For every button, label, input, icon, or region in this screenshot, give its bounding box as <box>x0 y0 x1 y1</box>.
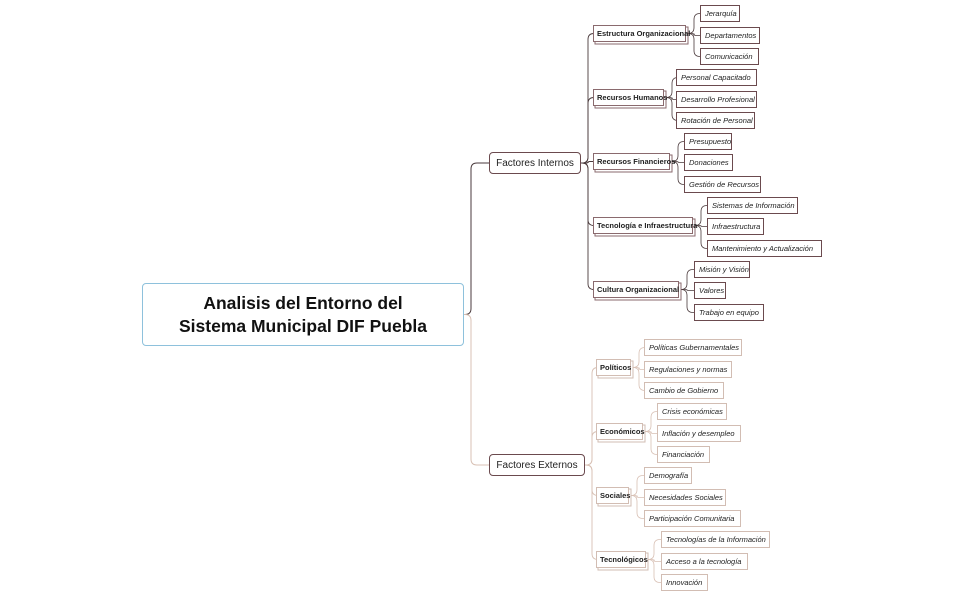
leaf-valores[interactable]: Valores <box>694 282 726 299</box>
leaf-demografia[interactable]: Demografía <box>644 467 692 484</box>
connector-category-to-leaf <box>665 97 679 121</box>
leaf-mantenimiento-y-actualizacion[interactable]: Mantenimiento y Actualización <box>707 240 822 257</box>
connector-category-to-leaf <box>631 495 644 498</box>
category-recursos-humanos[interactable]: Recursos Humanos <box>593 89 667 106</box>
connector-category-to-leaf <box>644 411 658 432</box>
branch-factores-internos[interactable]: Factores Internos <box>489 152 581 174</box>
leaf-comunicacion[interactable]: Comunicación <box>700 48 759 65</box>
leaf-crisis-economicas[interactable]: Crisis económicas <box>657 403 727 420</box>
connector-category-to-leaf <box>687 13 701 34</box>
connector-category-to-leaf <box>680 289 694 313</box>
connector-root-to-branch <box>464 314 489 466</box>
connector-category-to-leaf <box>681 289 694 291</box>
connector-branch-to-category <box>585 464 599 560</box>
leaf-cambio-de-gobierno[interactable]: Cambio de Gobierno <box>644 382 724 399</box>
leaf-rotacion-de-personal[interactable]: Rotación de Personal <box>676 112 755 129</box>
leaf-gestion-de-recursos[interactable]: Gestión de Recursos <box>684 176 761 193</box>
connector-category-to-leaf <box>630 475 644 496</box>
category-politicos[interactable]: Políticos <box>596 359 631 376</box>
root-title-line-2: Sistema Municipal DIF Puebla <box>179 315 427 336</box>
leaf-necesidades-sociales[interactable]: Necesidades Sociales <box>644 489 726 506</box>
category-cultura-organizacional[interactable]: Cultura Organizacional <box>593 281 679 298</box>
leaf-desarrollo-profesional[interactable]: Desarrollo Profesional <box>676 91 757 108</box>
root-topic[interactable]: Analisis del Entorno del Sistema Municip… <box>142 283 464 346</box>
connector-category-to-leaf <box>665 77 679 98</box>
leaf-personal-capacitado[interactable]: Personal Capacitado <box>676 69 757 86</box>
connector-category-to-leaf <box>644 431 658 455</box>
connector-branch-to-category <box>581 161 593 164</box>
leaf-presupuesto[interactable]: Presupuesto <box>684 133 732 150</box>
leaf-regulaciones-y-normas[interactable]: Regulaciones y normas <box>644 361 732 378</box>
connector-category-to-leaf <box>630 495 644 519</box>
connector-category-to-leaf <box>633 367 644 370</box>
leaf-innovacion[interactable]: Innovación <box>661 574 708 591</box>
root-title-line-1: Analisis del Entorno del <box>203 292 403 313</box>
category-sociales[interactable]: Sociales <box>596 487 630 504</box>
connector-category-to-leaf <box>632 347 646 368</box>
connector-root-to-branch <box>464 162 489 315</box>
connector-category-to-leaf <box>671 161 685 185</box>
leaf-participacion-comunitaria[interactable]: Participación Comunitaria <box>644 510 741 527</box>
category-tecnologicos[interactable]: Tecnológicos <box>596 551 648 568</box>
connector-category-to-leaf <box>647 539 661 560</box>
connector-category-to-leaf <box>695 225 707 227</box>
leaf-jerarquia[interactable]: Jerarquía <box>700 5 740 22</box>
connector-category-to-leaf <box>687 33 701 57</box>
connector-category-to-leaf <box>671 141 685 162</box>
connector-category-to-leaf <box>680 269 694 290</box>
connector-category-to-leaf <box>632 367 646 391</box>
branch-factores-externos[interactable]: Factores Externos <box>489 454 585 476</box>
connector-branch-to-category <box>585 367 599 466</box>
category-recursos-financieros[interactable]: Recursos Financieros <box>593 153 675 170</box>
leaf-tecnologias-de-la-informacion[interactable]: Tecnologías de la Información <box>661 531 770 548</box>
leaf-inflacion-y-desempleo[interactable]: Inflación y desempleo <box>657 425 741 442</box>
leaf-trabajo-en-equipo[interactable]: Trabajo en equipo <box>694 304 764 321</box>
category-economicos[interactable]: Económicos <box>596 423 645 440</box>
connector-branch-to-category <box>581 162 595 290</box>
connector-category-to-leaf <box>672 161 684 163</box>
connector-category-to-leaf <box>694 225 708 249</box>
connector-branch-to-category <box>585 431 599 466</box>
category-tecnologia-e-infraestructura[interactable]: Tecnología e Infraestructura <box>593 217 697 234</box>
connector-category-to-leaf <box>688 33 700 36</box>
leaf-financiacion[interactable]: Financiación <box>657 446 710 463</box>
connector-category-to-leaf <box>647 559 661 583</box>
connector-category-to-leaf <box>666 97 676 100</box>
category-estructura-organizacional[interactable]: Estructura Organizacional <box>593 25 690 42</box>
connector-category-to-leaf <box>648 559 661 562</box>
leaf-mision-y-vision[interactable]: Misión y Visión <box>694 261 750 278</box>
connector-category-to-leaf <box>694 205 708 226</box>
leaf-donaciones[interactable]: Donaciones <box>684 154 733 171</box>
leaf-sistemas-de-informacion[interactable]: Sistemas de Información <box>707 197 798 214</box>
leaf-acceso-a-la-tecnologia[interactable]: Acceso a la tecnología <box>661 553 748 570</box>
leaf-politicas-gubernamentales[interactable]: Políticas Gubernamentales <box>644 339 742 356</box>
connector-category-to-leaf <box>645 431 657 434</box>
leaf-infraestructura[interactable]: Infraestructura <box>707 218 764 235</box>
leaf-departamentos[interactable]: Departamentos <box>700 27 760 44</box>
